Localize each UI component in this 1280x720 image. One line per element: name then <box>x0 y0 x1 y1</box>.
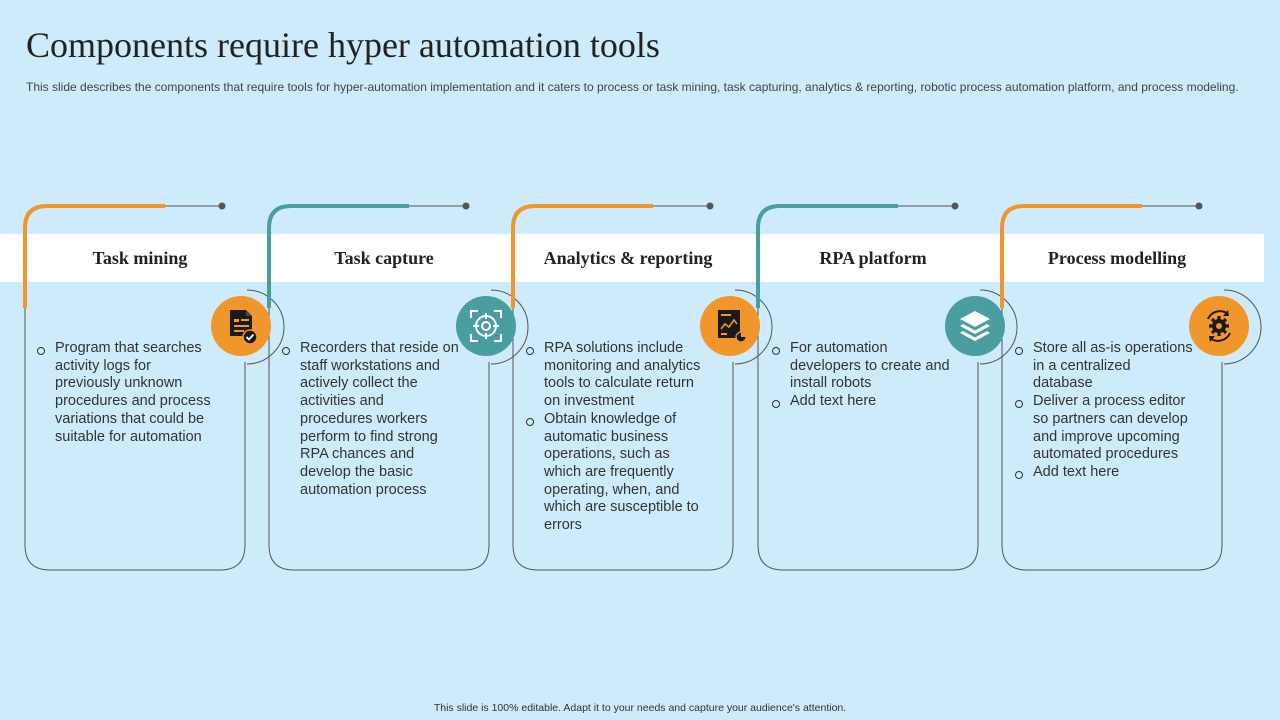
step-bullets-rpa-platform: For automation developers to create and … <box>772 340 950 411</box>
step-title-rpa-platform: RPA platform <box>819 248 927 268</box>
bullet-item: Program that searches activity logs for … <box>37 340 215 446</box>
step-bullets-analytics-reporting: RPA solutions include monitoring and ana… <box>526 340 704 535</box>
footer-note: This slide is 100% editable. Adapt it to… <box>433 702 847 714</box>
icon-ring <box>490 289 529 365</box>
card-outline <box>24 290 246 571</box>
bullet-item: Add text here <box>772 393 950 411</box>
gear-cycle-icon <box>1207 310 1231 342</box>
card-outline <box>512 290 734 571</box>
connector-dot <box>1195 202 1203 210</box>
icon-ring <box>246 289 285 365</box>
card-outline <box>268 290 490 571</box>
icon-ring <box>1223 289 1262 365</box>
card-outline <box>1001 290 1223 571</box>
step-title-task-capture: Task capture <box>334 248 434 268</box>
step-bullets-task-capture: Recorders that reside on staff workstati… <box>282 340 460 499</box>
step-bullets-task-mining: Program that searches activity logs for … <box>37 340 215 446</box>
accent-hook <box>267 204 409 308</box>
step-title-analytics-reporting: Analytics & reporting <box>543 248 713 268</box>
bullet-item: For automation developers to create and … <box>772 340 950 393</box>
accent-hook <box>1000 204 1142 308</box>
connector-dot <box>706 202 714 210</box>
card-outline <box>757 290 979 571</box>
step-icon-task-mining <box>211 296 271 356</box>
step-icon-task-capture <box>456 296 516 356</box>
document-check-icon <box>230 310 258 345</box>
title-band <box>0 234 1264 282</box>
step-icon-rpa-platform <box>945 296 1005 356</box>
accent-hook <box>756 204 898 308</box>
connector-dot <box>218 202 226 210</box>
bullet-item: Deliver a process editor so partners can… <box>1015 393 1193 464</box>
step-icon-analytics-reporting <box>700 296 760 356</box>
step-title-task-mining: Task mining <box>92 248 188 268</box>
report-chart-icon <box>718 310 747 343</box>
accent-hook <box>511 204 653 308</box>
bullet-item: Add text here <box>1015 464 1193 482</box>
icon-ring <box>734 289 773 365</box>
step-bullets-process-modelling: Store all as-is operations in a centrali… <box>1015 340 1193 482</box>
target-crosshair-icon <box>470 310 502 342</box>
connector-dot <box>462 202 470 210</box>
connector-dot <box>951 202 959 210</box>
slide-title: Components require hyper automation tool… <box>26 25 660 65</box>
step-title-process-modelling: Process modelling <box>1047 248 1187 268</box>
bullet-item: Recorders that reside on staff workstati… <box>282 340 460 499</box>
slide-subtitle: This slide describes the components that… <box>26 80 1239 94</box>
bullet-item: Obtain knowledge of automatic business o… <box>526 411 704 535</box>
bullet-item: RPA solutions include monitoring and ana… <box>526 340 704 411</box>
accent-hook <box>23 204 165 308</box>
icon-ring <box>979 289 1018 365</box>
bullet-item: Store all as-is operations in a centrali… <box>1015 340 1193 393</box>
layers-icon <box>960 311 990 341</box>
step-icon-process-modelling <box>1189 296 1249 356</box>
